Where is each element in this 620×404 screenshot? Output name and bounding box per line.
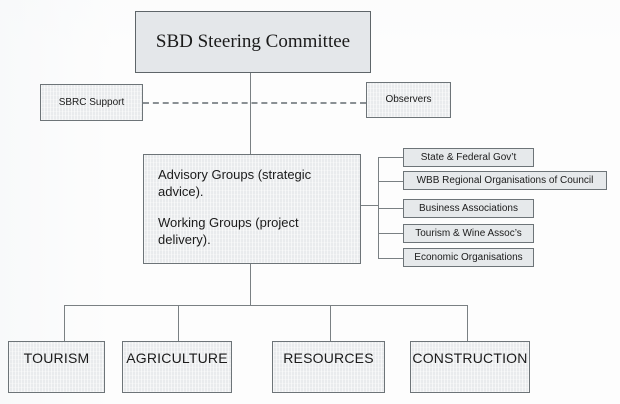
connector-advisory-to-stakeholder-bus: [361, 205, 378, 206]
connector-stakeholder-1: [378, 181, 403, 182]
node-sbd-steering-committee: SBD Steering Committee: [135, 11, 371, 73]
node-stakeholder-tourism-wine-assocs: Tourism & Wine Assoc’s: [403, 224, 534, 243]
node-advisory-and-working-groups: Advisory Groups (strategic advice). Work…: [143, 154, 361, 264]
node-stakeholder-business-associations: Business Associations: [403, 199, 534, 218]
connector-drop-construction: [467, 305, 468, 341]
connector-stakeholder-0: [378, 157, 403, 158]
node-sector-construction: CONSTRUCTION: [410, 341, 530, 393]
node-stakeholder-economic-organisations: Economic Organisations: [403, 248, 534, 267]
advisory-line-1: Advisory Groups (strategic: [158, 167, 312, 182]
node-stakeholder-wbb-regional-organisations-of-council: WBB Regional Organisations of Council: [403, 171, 607, 190]
connector-drop-resources: [330, 305, 331, 341]
node-observers: Observers: [366, 82, 451, 118]
connector-drop-agriculture: [178, 305, 179, 341]
connector-advisory-to-sectors: [250, 264, 251, 305]
advisory-line-4: delivery).: [158, 232, 211, 248]
advisory-line-3: Working Groups (project: [158, 215, 299, 231]
connector-steering-to-advisory: [250, 73, 251, 154]
node-sector-resources: RESOURCES: [272, 341, 385, 393]
connector-stakeholder-bus: [378, 157, 379, 258]
node-sbrc-support: SBRC Support: [40, 84, 143, 121]
connector-sector-distribution-bar: [64, 305, 468, 306]
connector-stakeholder-2: [378, 208, 403, 209]
connector-stakeholder-4: [378, 258, 403, 259]
node-stakeholder-state-federal-gov: State & Federal Gov’t: [403, 148, 534, 167]
node-sector-tourism: TOURISM: [8, 341, 105, 393]
advisory-line-2: advice).: [158, 184, 204, 200]
connector-stakeholder-3: [378, 233, 403, 234]
node-sector-agriculture: AGRICULTURE: [122, 341, 232, 393]
connector-drop-tourism: [64, 305, 65, 341]
connector-dashed-sbrc-observers: [143, 102, 366, 104]
